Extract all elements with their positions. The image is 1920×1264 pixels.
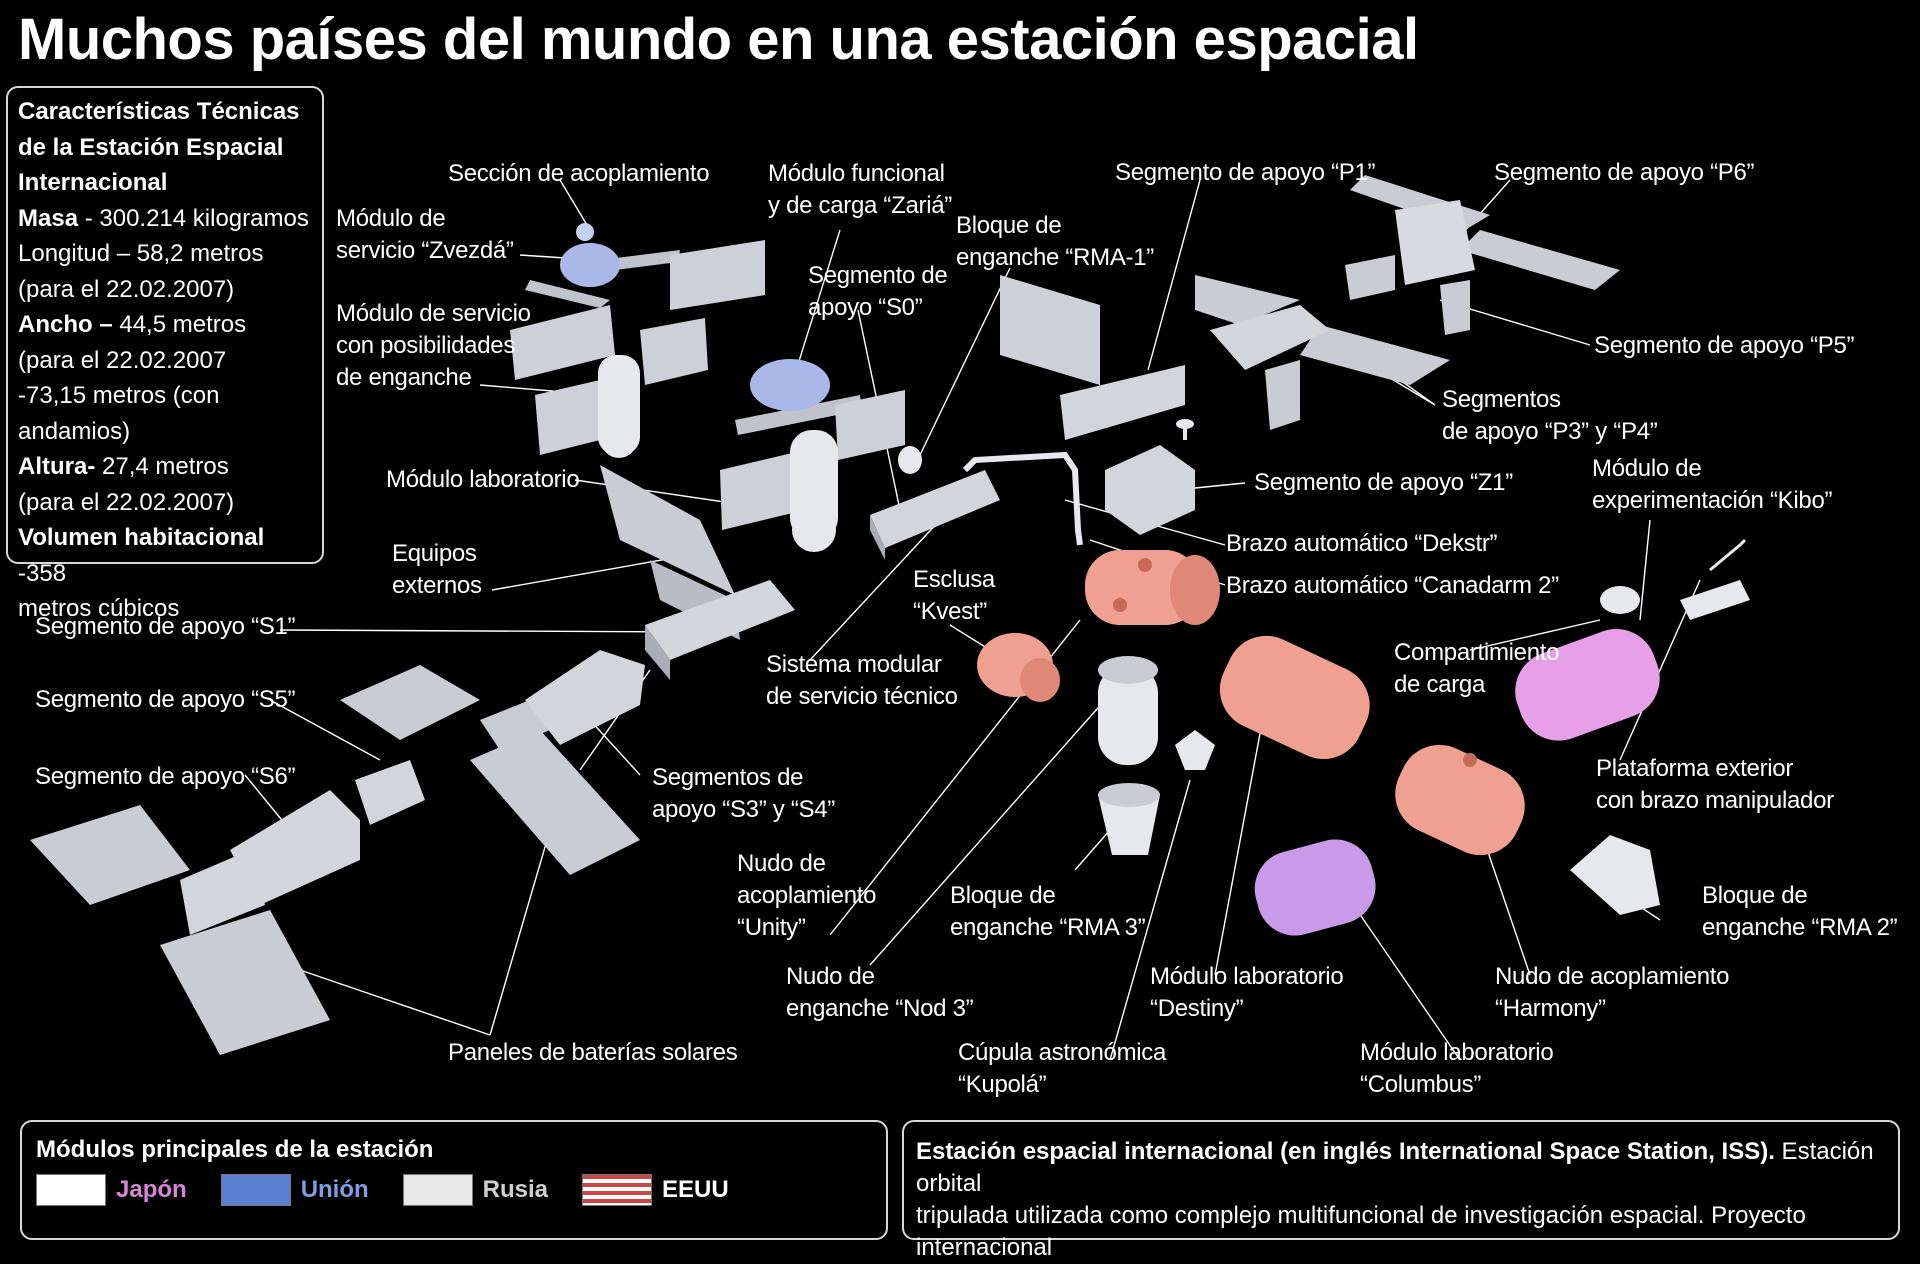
description-line-1: Estación espacial internacional (en ingl…	[916, 1138, 1874, 1197]
label-paneles: Paneles de baterías solares	[448, 1039, 738, 1066]
eu-flag-icon	[220, 1174, 291, 1206]
label-p5: Segmento de apoyo “P5”	[1594, 332, 1855, 359]
harmony-shape	[1395, 744, 1525, 856]
spec-ancho-extra: -73,15 metros (con andamios)	[18, 382, 220, 445]
specs-box: Características Técnicas de la Estación …	[6, 86, 324, 622]
label-servicio-enganche: Módulo de servicio con posibilidades de …	[336, 300, 531, 391]
p3p4-shape	[1195, 275, 1450, 430]
label-canadarm: Brazo automático “Canadarm 2”	[1226, 572, 1559, 599]
spec-altura-date: (para el 22.02.2007)	[18, 488, 235, 516]
description-line-2: tripulada utilizada como complejo multif…	[916, 1202, 1806, 1261]
nod3-shape	[1098, 656, 1158, 765]
s0-truss-shape	[870, 446, 1000, 560]
z1-shape	[1105, 419, 1195, 535]
label-compartimiento: Compartimiento de carga	[1394, 639, 1560, 698]
label-kvest: Esclusa “Kvest”	[913, 566, 995, 625]
label-sistema-modular: Sistema modular de servicio técnico	[766, 651, 958, 710]
spec-masa: Masa - 300.214 kilogramos	[18, 204, 309, 232]
destiny-shape	[1219, 635, 1370, 760]
label-destiny: Módulo laboratorio “Destiny”	[1150, 963, 1344, 1022]
zaria-shape	[720, 359, 905, 552]
unity-shape	[1085, 550, 1220, 625]
label-modulo-lab: Módulo laboratorio	[386, 466, 580, 493]
kibo-platform-shape	[1680, 538, 1750, 620]
label-unity: Nudo de acoplamiento “Unity”	[737, 850, 877, 941]
label-harmony: Nudo de acoplamiento “Harmony”	[1495, 963, 1730, 1022]
zvezda-shape	[510, 240, 765, 458]
docking-section-shape	[525, 223, 680, 308]
spec-volumen-unit: metros cúbicos	[18, 595, 180, 622]
label-p6: Segmento de apoyo “P6”	[1494, 159, 1755, 186]
legend-item-rusia: Rusia	[402, 1174, 548, 1206]
label-zaria: Módulo funcional y de carga “Zariá”	[768, 160, 952, 219]
legend-items: Japón Unión Rusia EEUU	[36, 1174, 872, 1206]
legend-item-japon: Japón	[36, 1174, 187, 1206]
canadarm-shape	[962, 451, 1083, 546]
label-dekstr: Brazo automático “Dekstr”	[1226, 530, 1498, 557]
spec-altura: Altura- 27,4 metros	[18, 453, 229, 480]
label-zvezda: Módulo de servicio “Zvezdá”	[336, 205, 514, 264]
legend-heading: Módulos principales de la estación	[36, 1136, 434, 1163]
label-rma2: Bloque de enganche “RMA 2”	[1702, 882, 1898, 941]
rma3-shape	[1098, 783, 1160, 855]
usa-flag-icon	[582, 1174, 653, 1206]
specs-heading: Características Técnicas de la Estación …	[18, 98, 300, 196]
label-z1: Segmento de apoyo “Z1”	[1254, 469, 1513, 496]
spec-longitud-date: (para el 22.02.2007)	[18, 275, 235, 303]
kupola-shape	[1175, 730, 1215, 770]
label-kibo: Módulo de experimentación “Kibo”	[1592, 455, 1833, 514]
spec-ancho-date: (para el 22.02.2007	[18, 346, 227, 374]
kibo-shape	[1515, 586, 1660, 741]
label-plataforma: Plataforma exterior con brazo manipulado…	[1596, 755, 1834, 814]
japan-flag-icon	[36, 1174, 106, 1206]
label-equipos: Equipos externos	[392, 540, 482, 599]
iss-diagram	[30, 175, 1750, 1061]
s1-truss-shape	[645, 580, 795, 680]
label-seccion-acoplamiento: Sección de acoplamiento	[448, 160, 710, 187]
spec-longitud: Longitud – 58,2 metros	[18, 240, 264, 267]
label-nod3: Nudo de enganche “Nod 3”	[786, 963, 974, 1022]
legend-box: Módulos principales de la estación Japón…	[20, 1120, 888, 1240]
label-rma3: Bloque de enganche “RMA 3”	[950, 882, 1146, 941]
p1-shape	[1000, 275, 1185, 440]
label-s0: Segmento de apoyo “S0”	[808, 262, 948, 321]
p6-shape	[1345, 175, 1620, 335]
legend-item-union: Unión	[220, 1174, 369, 1206]
page-title: Muchos países del mundo en una estación …	[18, 7, 1419, 72]
spec-volumen: Volumen habitacional -358	[18, 524, 265, 587]
label-p1: Segmento de apoyo “P1”	[1115, 159, 1376, 186]
description-box: Estación espacial internacional (en ingl…	[902, 1120, 1900, 1261]
columbus-shape	[1254, 839, 1376, 936]
rma2-shape	[1570, 835, 1660, 915]
spec-ancho: Ancho – 44,5 metros	[18, 311, 247, 338]
label-p3p4: Segmentos de apoyo “P3” y “P4”	[1442, 386, 1658, 445]
label-kupola: Cúpula astronómica “Kupolá”	[958, 1039, 1167, 1098]
starboard-trusses-shape	[30, 650, 645, 1055]
label-columbus: Módulo laboratorio “Columbus”	[1360, 1039, 1554, 1098]
label-s1: Segmento de apoyo “S1”	[35, 613, 296, 640]
legend-item-eeuu: EEUU	[582, 1174, 729, 1206]
label-rma1: Bloque de enganche “RMA-1”	[956, 212, 1154, 271]
label-s6: Segmento de apoyo “S6”	[35, 763, 296, 790]
label-s3s4: Segmentos de apoyo “S3” y “S4”	[652, 764, 835, 823]
kvest-shape	[977, 633, 1060, 702]
label-s5: Segmento de apoyo “S5”	[35, 686, 296, 713]
russia-flag-icon	[402, 1174, 473, 1206]
